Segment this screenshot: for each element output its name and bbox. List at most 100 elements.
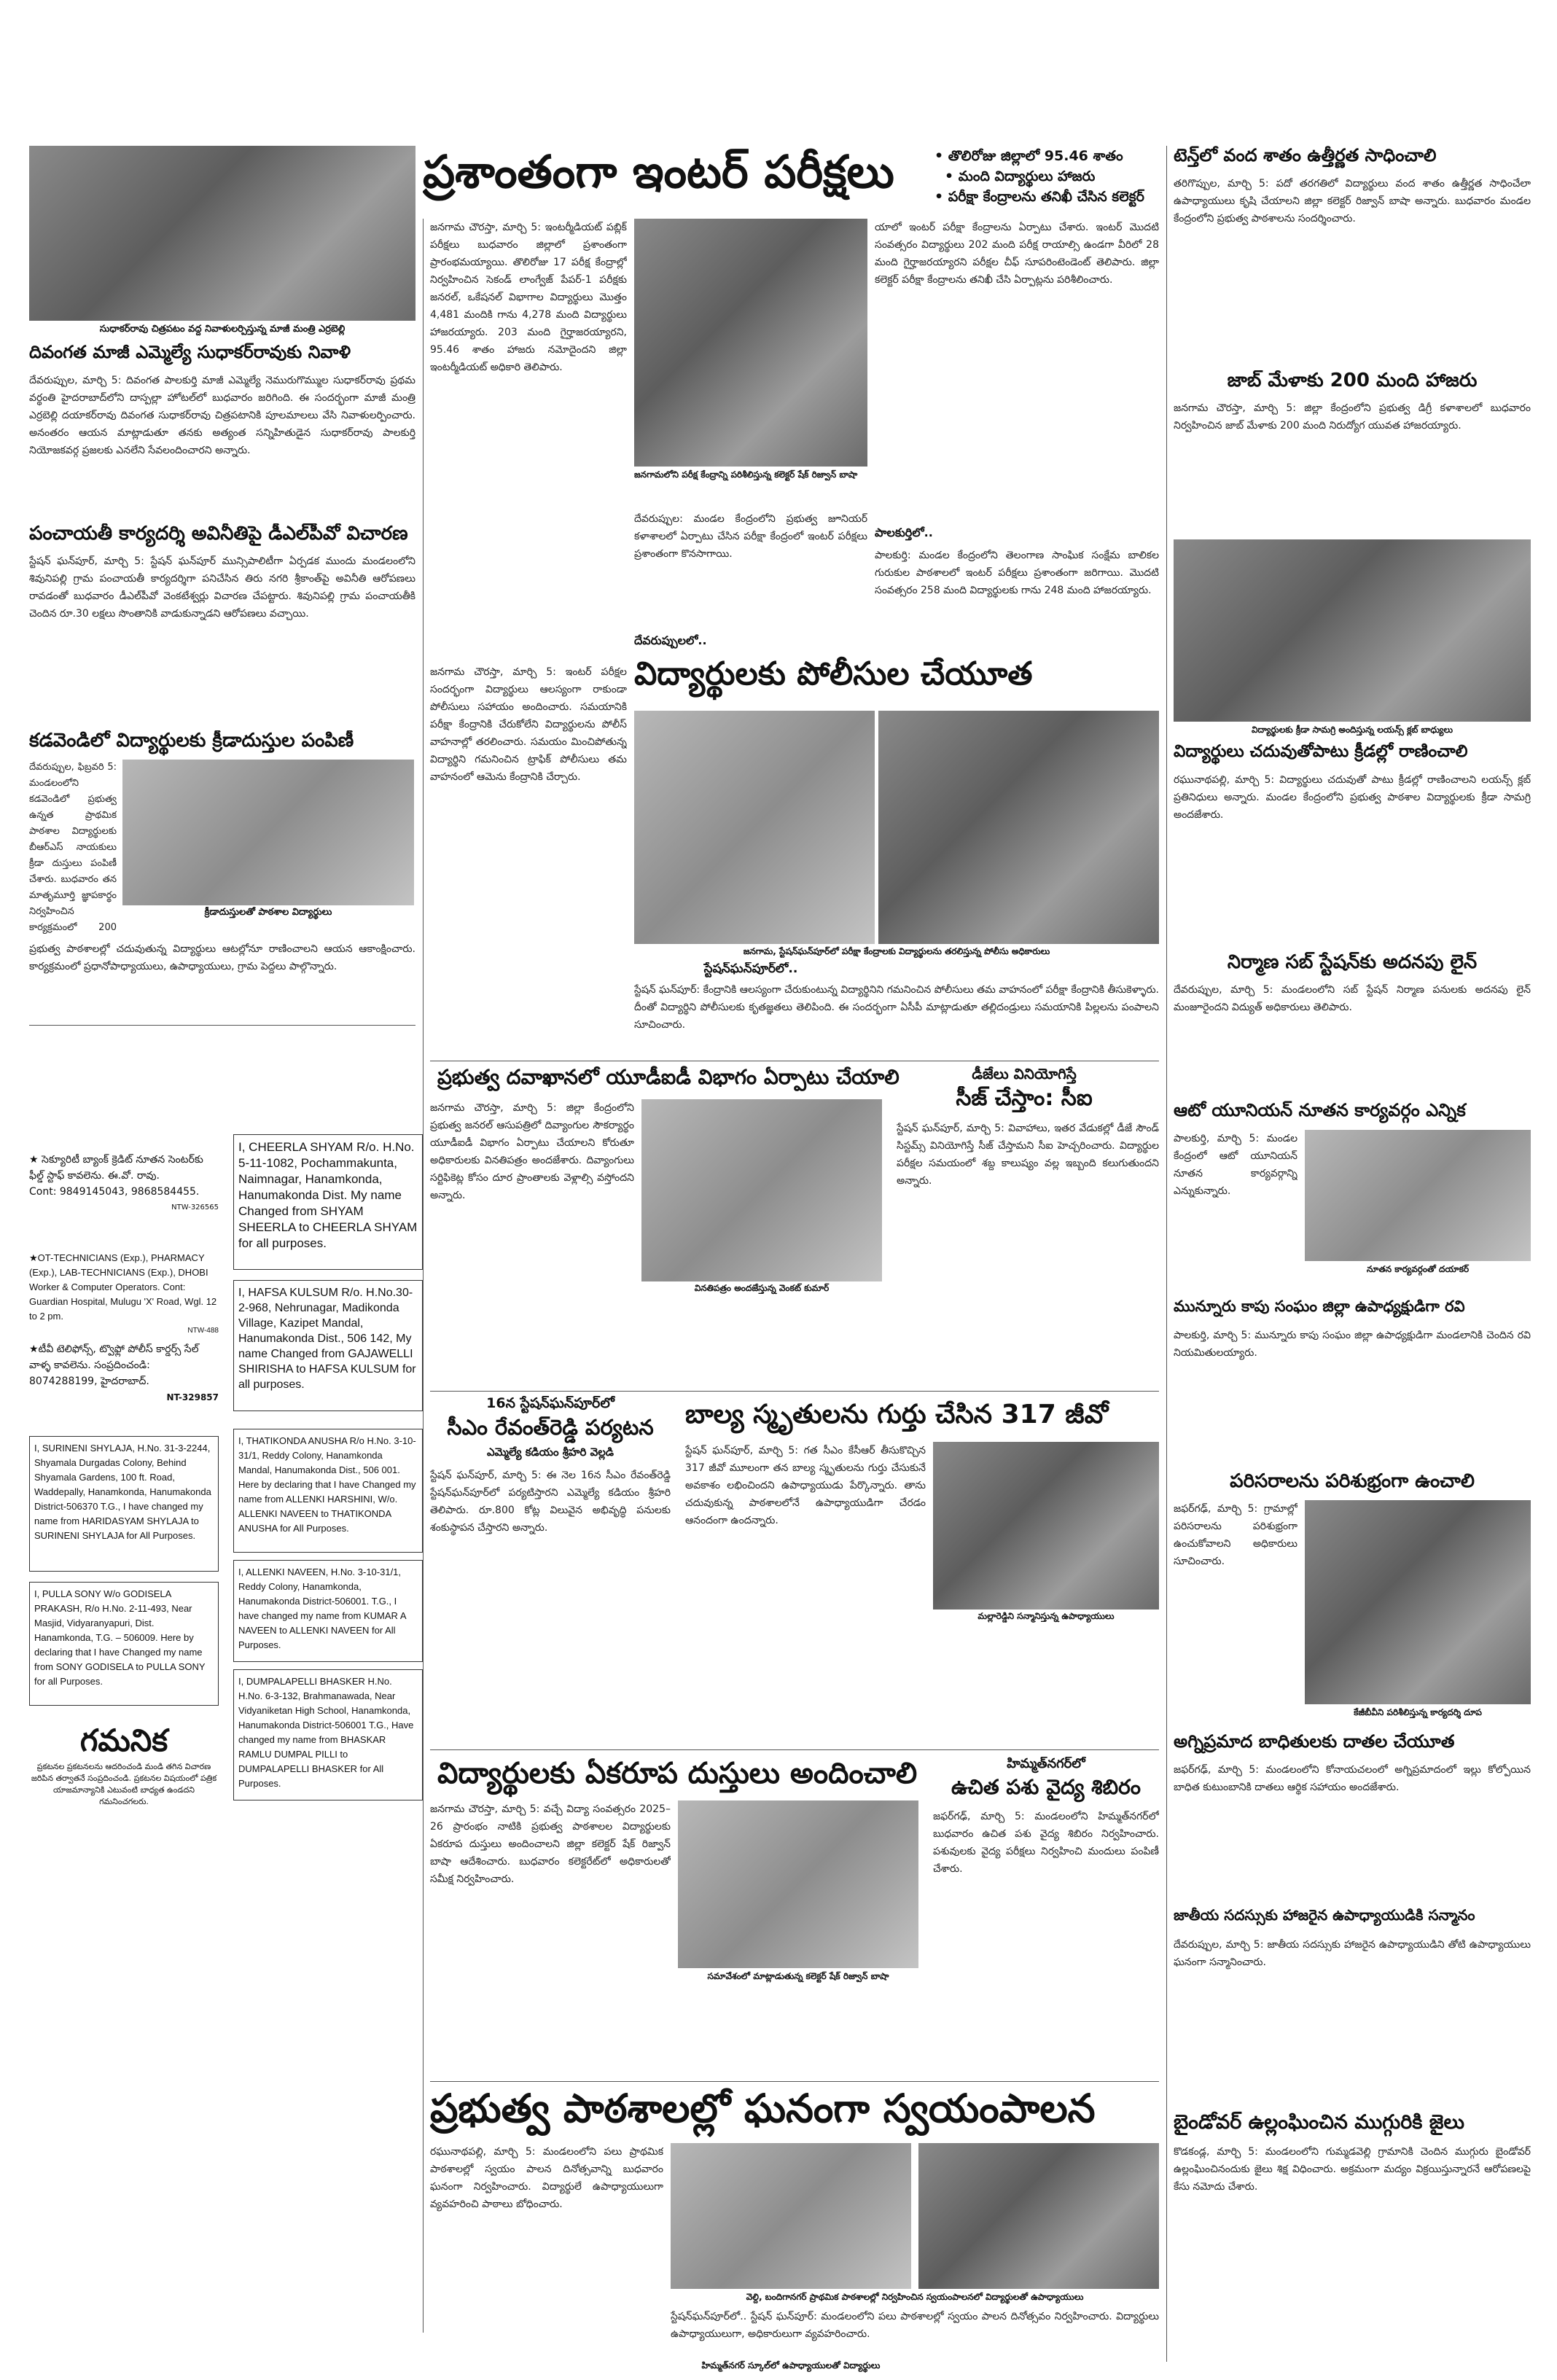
name-change-ad-6: I, PULLA SONY W/o GODISELA PRAKASH, R/o … [29,1582,219,1706]
name-change-ad-2: I, HAFSA KULSUM R/o. H.No.30-2-968, Nehr… [233,1280,423,1411]
center-sub-cm: ఎమ్మెల్యే కడియం శ్రీహరి వెల్లడి [486,1446,614,1459]
name-change-ad-5: I, ALLENKI NAVEEN, H.No. 3-10-31/1, Redd… [233,1560,423,1662]
center-divider-2 [430,1391,1159,1392]
right-article-10: కొడకండ్ల, మార్చి 5: మండలంలోని గుమ్మడవెల్… [1174,2146,1531,2193]
center-headline-317: బాల్య స్మృతులను గుర్తు చేసిన 317 జీవో [685,1400,1109,1429]
left-photo-2 [122,760,414,905]
notice-box: గమనిక ప్రకటనల ప్రకటనలను ఆదరించండి మండి త… [29,1720,219,1822]
center-headline-dj-small: డీజేలు వినియోగిస్తే [972,1066,1077,1082]
center-headline-uniform: విద్యార్థులకు ఏకరూప దుస్తులు అందించాలి [437,1757,918,1790]
center-photo-2-caption: జనగామ, స్టేషన్‌ఘన్‌పూర్‌లో పరీక్షా కేంద్… [743,946,1050,956]
center-photo-5-caption: సమావేశంలో మాట్లాడుతున్న కలెక్టర్ షేక్ రి… [707,1971,889,1981]
right-article-7: జఫర్‌గఢ్, మార్చి 5: గ్రామాల్లో పరిసరాలను… [1174,1503,1298,1567]
center-article-11b [678,1989,918,2076]
classified-1-code: NTW-326565 [171,1203,219,1212]
name-change-ad-4: I, THATIKONDA ANUSHA R/o H.No. 3-10-31/1… [233,1429,423,1553]
left-photo-1-caption: సుధాకర్‌రావు చిత్రపటం వద్ద నివాళులర్పిస్… [99,324,346,335]
right-photo-1-caption: విద్యార్థులకు క్రీడా సామగ్రి అందిస్తున్న… [1251,725,1453,735]
right-article-6: పాలకుర్తి, మార్చి 5: మున్నూరు కాపు సంఘం … [1174,1330,1531,1359]
center-photo-1-caption: జనగామలోని పరీక్ష కేంద్రాన్ని పరిశీలిస్తు… [634,469,858,480]
right-article-4: దేవరుప్పుల, మార్చి 5: మండలంలోని సబ్ స్టే… [1174,984,1531,1013]
center-photo-3 [641,1099,882,1281]
center-photo-7-caption: హిమ్మత్‌నగర్ స్కూల్‌లో ఉపాధ్యాయులతో విద్… [701,2360,881,2371]
center-photo-2b [878,711,1159,944]
center-headline-police: విద్యార్థులకు పోలీసుల చేయూత [634,656,1033,692]
center-headline-hospital: ప్రభుత్వ దవాఖానలో యూడీఐడీ విభాగం ఏర్పాటు… [437,1066,900,1089]
center-article-8: స్టేషన్ ఘన్‌పూర్, మార్చి 5: వివాహాలు, ఇత… [897,1123,1159,1187]
center-article-4: దేవరుప్పుల: మండల కేంద్రంలోని ప్రభుత్వ జూ… [634,513,867,560]
left-article-3: దేవరుప్పుల, ఫిబ్రవరి 5: మండలంలోని కడవెండ… [29,762,117,933]
name-change-ad-3: I, SURINENI SHYLAJA, H.No. 31-3-2244, Sh… [29,1436,219,1572]
left-headline-2: పంచాయతీ కార్యదర్శి అవినీతిపై డీఎల్‌పీవో … [29,523,408,545]
left-photo-1 [29,146,415,321]
right-article-8: జఫర్‌గఢ్, మార్చి 5: మండలంలోని కోనాయచలంలో… [1174,1764,1531,1793]
center-article-1: జనగామ చౌరస్తా, మార్చి 5: ఇంటర్మీడియట్ పబ… [430,222,627,373]
classified-1: ★ సెక్యూరిటీ బ్యాంక్ క్రెడిట్ నూతన సెంటర… [29,1152,219,1246]
classified-3-code: NT-329857 [166,1392,219,1402]
classified-2-code: NTW-488 [187,1327,219,1335]
notice-text: ప్రకటనల ప్రకటనలను ఆదరించండి మండి తగిన వి… [31,1762,217,1806]
center-headline-dj: సీజ్ చేస్తాం: సీఐ [956,1086,1093,1111]
classified-1-text: ★ సెక్యూరిటీ బ్యాంక్ క్రెడిట్ నూతన సెంటర… [29,1154,203,1198]
right-headline-2: జాబ్ మేళాకు 200 మంది హాజరు [1227,370,1478,391]
center-article-5: జనగామ చౌరస్తా, మార్చి 5: ఇంటర్ పరీక్షల స… [430,666,627,783]
classified-2-text: ★OT-TECHNICIANS (Exp.), PHARMACY (Exp.),… [29,1252,217,1322]
center-article-13: రఘునాథపల్లి, మార్చి 5: మండలంలోని పలు ప్ర… [430,2146,663,2210]
left-article-3b: ప్రభుత్వ పాఠశాలల్లో చదువుతున్న విద్యార్థ… [29,943,415,972]
center-article-6: స్టేషన్ ఘన్‌పూర్: కేంద్రానికి ఆలస్యంగా చ… [634,984,1159,1031]
bullet-2: మంది విద్యార్థులు హాజరు [934,166,1175,187]
center-article-9: స్టేషన్ ఘన్‌పూర్, మార్చి 5: ఈ నెల 16న సీ… [430,1470,671,1534]
right-article-1: తరిగొప్పుల, మార్చి 5: పదో తరగతిలో విద్యా… [1174,178,1531,225]
right-photo-3 [1305,1500,1531,1704]
right-headline-5: ఆటో యూనియన్ నూతన కార్యవర్గం ఎన్నిక [1174,1101,1466,1120]
right-headline-4: నిర్మాణ సబ్ స్టేషన్‌కు అదనపు లైన్ [1227,952,1478,973]
center-divider-4 [430,2081,1159,2082]
right-headline-7: పరిసరాలను పరిశుభ్రంగా ఉంచాలి [1230,1471,1475,1492]
right-article-3: రఘునాథపల్లి, మార్చి 5: విద్యార్థులు చదువ… [1174,774,1531,821]
left-headline-3: కడవెండిలో విద్యార్థులకు క్రీడాదుస్తుల పం… [29,730,354,752]
col-divider-1 [423,219,424,2333]
center-photo-4 [933,1442,1159,1610]
center-article-7: జనగామ చౌరస్తా, మార్చి 5: జిల్లా కేంద్రంల… [430,1102,634,1201]
classified-2: ★OT-TECHNICIANS (Exp.), PHARMACY (Exp.),… [29,1251,219,1338]
right-headline-8: అగ్నిప్రమాద బాధితులకు దాతల చేయూత [1174,1732,1455,1752]
center-headline-vet: ఉచిత పశు వైద్య శిబిరం [951,1776,1141,1799]
center-headline-vet-small: హిమ్మత్‌నగర్‌లో [1007,1757,1085,1771]
center-photo-5 [678,1800,918,1968]
center-photo-3-caption: వినతిపత్రం అందజేస్తున్న వెంకట్ కుమార్ [694,1283,830,1293]
right-photo-1 [1174,539,1531,722]
center-headline-cm: సీఎం రేవంత్‌రెడ్డి పర్యటన [447,1416,654,1440]
center-photo-6b [918,2143,1159,2289]
center-article-14: స్టేషన్‌ఘన్‌పూర్‌లో.. స్టేషన్ ఘన్‌పూర్: … [671,2311,1159,2340]
center-article-2: యాలో ఇంటర్ పరీక్షా కేంద్రాలను ఏర్పాటు చే… [875,222,1159,286]
right-headline-10: బైండోవర్ ఉల్లంఘించిన ముగ్గురికి జైలు [1174,2111,1464,2134]
left-article-1: దేవరుప్పుల, మార్చి 5: దివంగత పాలకుర్తి మ… [29,375,415,456]
right-headline-6: మున్నూరు కాపు సంఘం జిల్లా ఉపాధ్యక్షుడిగా… [1174,1298,1465,1315]
right-photo-2 [1305,1130,1531,1261]
center-sub-3: స్టేషన్‌ఘన్‌పూర్‌లో.. [703,962,798,976]
center-photo-6-caption: వెల్ది, బందిగానగర్ ప్రాథమిక పాఠశాలల్లో న… [746,2292,1084,2302]
center-article-11: జనగామ చౌరస్తా, మార్చి 5: వచ్చే విద్యా సం… [430,1803,671,1885]
classified-3: ★టీవీ టెలిఫోన్స్, ట్వొఫ్లో పోలీస్ కార్డర… [29,1341,219,1429]
left-article-2: స్టేషన్ ఘన్‌పూర్, మార్చి 5: స్టేషన్ ఘన్‌… [29,555,415,620]
main-headline: ప్రశాంతంగా ఇంటర్ పరీక్షలు [423,146,894,198]
bullet-3: పరీక్షా కేంద్రాలను తనిఖీ చేసిన కలెక్టర్ [934,187,1175,207]
center-article-7b [641,1300,882,1388]
center-article-10: స్టేషన్ ఘన్‌పూర్, మార్చి 5: గత సీఎం కేసీ… [685,1445,926,1526]
right-article-9: దేవరుప్పుల, మార్చి 5: జాతీయ సదస్సుకు హాజ… [1174,1939,1531,1968]
right-headline-3: విద్యార్థులు చదువుతోపాటు క్రీడల్లో రాణిం… [1174,742,1468,761]
right-article-5: పాలకుర్తి, మార్చి 5: మండల కేంద్రంలో ఆటో … [1174,1133,1298,1197]
center-photo-4-caption: మల్లారెడ్డిని సన్మానిస్తున్న ఉపాధ్యాయులు [977,1611,1115,1621]
left-divider-1 [29,1025,415,1026]
center-article-12: జఫర్‌గఢ్, మార్చి 5: మండలంలోని హిమ్మత్‌నగ… [933,1811,1159,1875]
center-sub-1: పాలకుర్తిలో.. [875,526,933,539]
right-photo-2-caption: నూతన కార్యవర్గంతో దయాకర్ [1366,1264,1470,1274]
right-headline-1: టెన్త్‌లో వంద శాతం ఉత్తీర్ణత సాధించాలి [1174,146,1437,165]
name-change-ad-1: I, CHEERLA SHYAM R/o. H.No. 5-11-1082, P… [233,1134,423,1270]
center-photo-2a [634,711,875,944]
right-article-2: జనగామ చౌరస్తా, మార్చి 5: జిల్లా కేంద్రంల… [1174,402,1531,432]
classified-3-text: ★టీవీ టెలిఫోన్స్, ట్వొఫ్లో పోలీస్ కార్డర… [29,1343,199,1387]
right-photo-3-caption: కేజీబీవీని పరిశీలిస్తున్న కార్యదర్శి దూప [1354,1707,1482,1717]
center-divider-3 [430,1749,1159,1750]
center-article-3: పాలకుర్తి: మండల కేంద్రంలోని తెలంగాణ సాంఘ… [875,550,1159,596]
